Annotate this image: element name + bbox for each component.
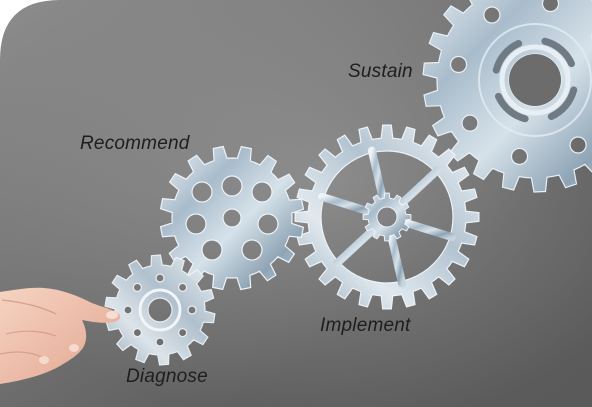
diagnose-gear-icon (104, 254, 216, 366)
hand (0, 287, 121, 384)
implement-gear-icon (294, 124, 480, 310)
recommend-gear-icon (159, 145, 305, 291)
sustain-gear-icon (422, 0, 592, 193)
diagnose-label: Diagnose (126, 366, 208, 387)
implement-label: Implement (320, 315, 411, 336)
sustain-label: Sustain (348, 61, 413, 82)
recommend-label: Recommend (80, 133, 190, 154)
